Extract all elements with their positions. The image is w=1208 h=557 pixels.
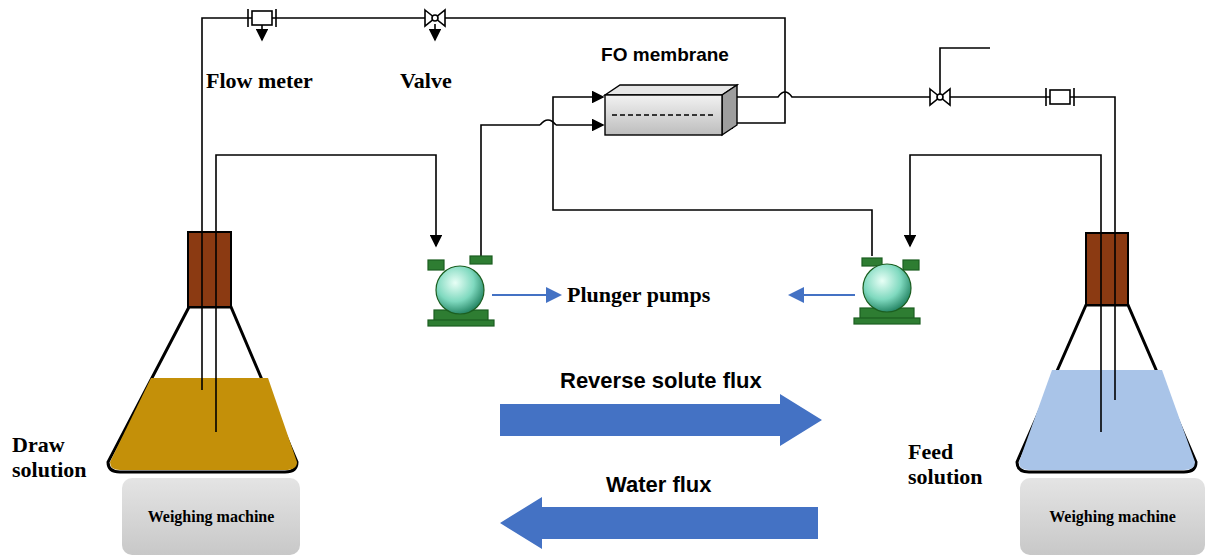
pump-label: Plunger pumps	[567, 282, 710, 307]
module-label: FO membrane	[575, 44, 755, 66]
weighing-machine: Weighing machine	[1020, 478, 1205, 555]
flux-label: Reverse solute flux	[560, 368, 762, 393]
weighing-machine: Weighing machine	[122, 478, 300, 555]
solution-label: Draw solution	[12, 432, 107, 483]
instrument-label: Flow meter	[206, 68, 313, 93]
flux-label: Water flux	[606, 472, 712, 497]
solution-label: Feed solution	[908, 439, 1018, 490]
instrument-label: Valve	[400, 68, 452, 93]
box-label: Weighing machine	[148, 508, 275, 526]
membrane-module: FO membrane	[575, 44, 755, 144]
box-label: Weighing machine	[1049, 508, 1176, 526]
